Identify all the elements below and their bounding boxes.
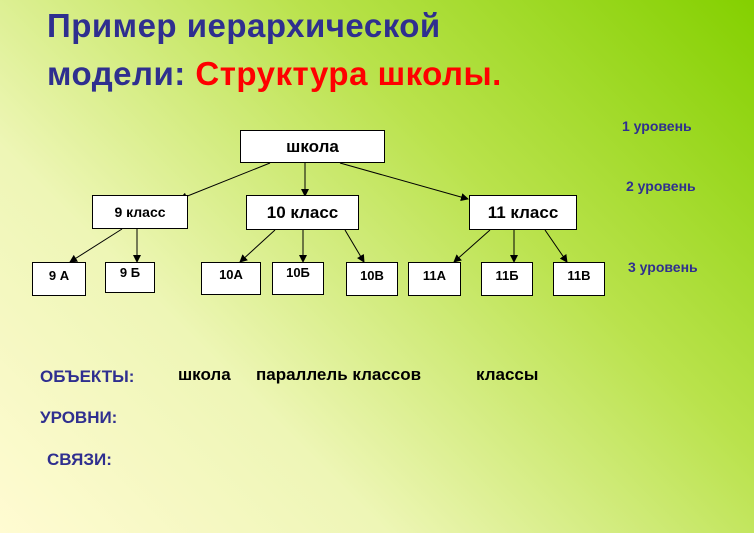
slide-title: Пример иерархической модели: Структура ш… xyxy=(47,2,747,98)
object-school: школа xyxy=(178,365,231,384)
level-3-label: 3 уровень xyxy=(628,259,698,275)
node-school: школа xyxy=(240,130,385,163)
node-class-11a: 11А xyxy=(408,262,461,296)
node-class-10b: 10Б xyxy=(272,262,324,295)
title-part-model: модели: xyxy=(47,55,196,92)
link-10-10v xyxy=(344,229,365,263)
link-9-9a xyxy=(69,228,123,263)
node-class-11v: 11В xyxy=(553,262,605,296)
link-root-9 xyxy=(179,162,271,201)
link-11-11a xyxy=(453,229,491,263)
node-grade-11: 11 класс xyxy=(469,195,577,230)
level-2-label: 2 уровень xyxy=(626,178,696,194)
link-11-11v xyxy=(544,229,568,263)
node-class-11b: 11Б xyxy=(481,262,533,296)
title-part-structure: Структура школы. xyxy=(195,55,502,92)
links-label: СВЯЗИ: xyxy=(47,450,112,469)
node-grade-10: 10 класс xyxy=(246,195,359,230)
title-line-2: модели: Структура школы. xyxy=(47,50,747,98)
object-classes: классы xyxy=(476,365,539,384)
link-10-10a xyxy=(239,229,276,263)
level-1-label: 1 уровень xyxy=(622,118,692,134)
title-line-1: Пример иерархической xyxy=(47,7,441,44)
link-root-11 xyxy=(339,162,469,201)
objects-label: ОБЪЕКТЫ: xyxy=(40,367,135,386)
levels-label: УРОВНИ: xyxy=(40,408,118,427)
node-class-10a: 10А xyxy=(201,262,261,295)
node-class-9a: 9 А xyxy=(32,262,86,296)
node-class-10v: 10В xyxy=(346,262,398,296)
object-grade-parallel: параллель классов xyxy=(256,365,422,384)
node-class-9b: 9 Б xyxy=(105,262,155,293)
node-grade-9: 9 класс xyxy=(92,195,188,229)
